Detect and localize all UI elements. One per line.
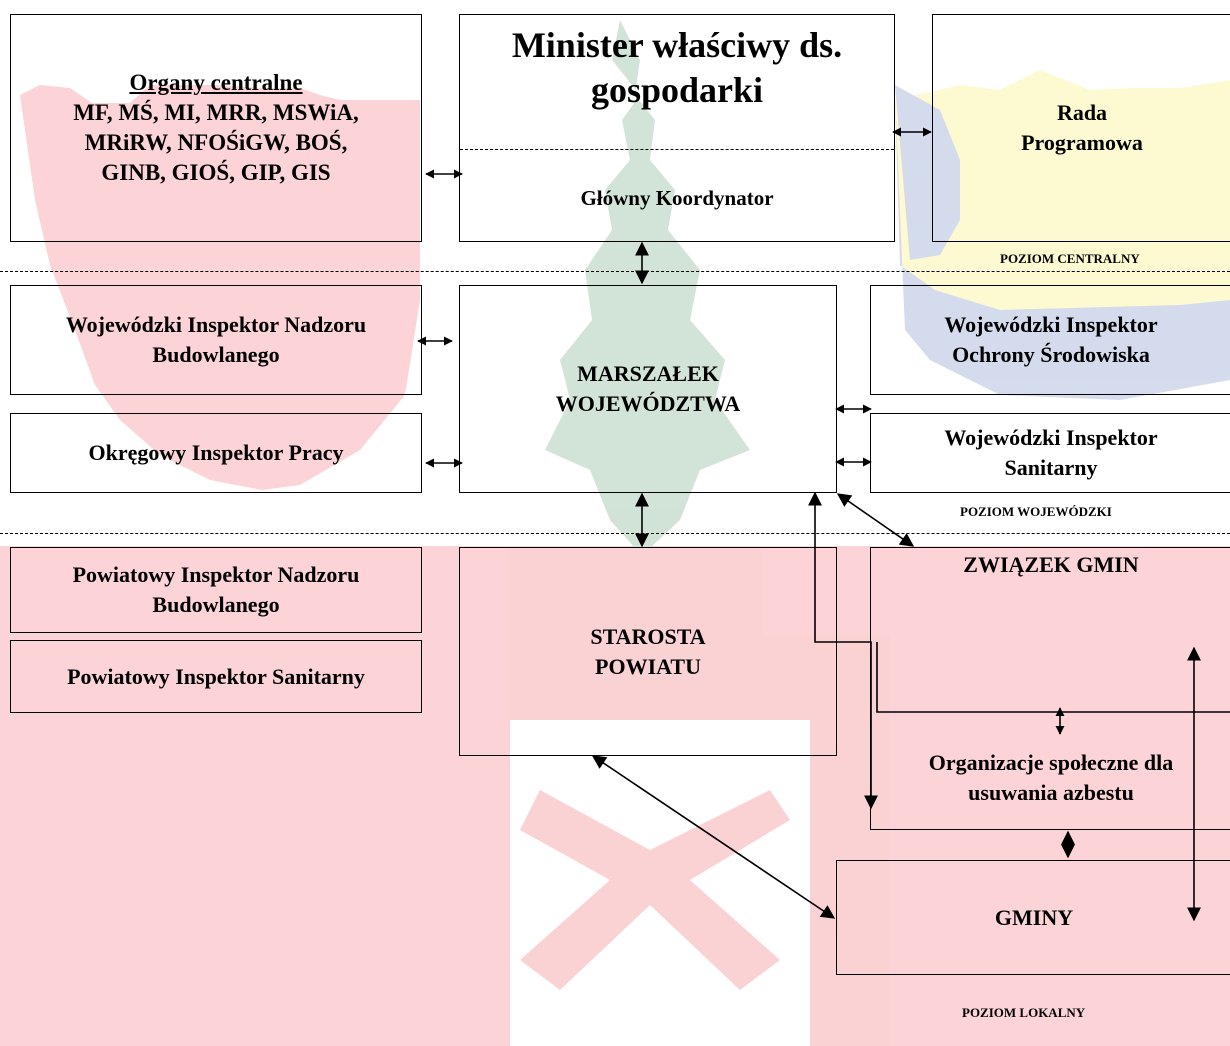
district-labour-inspector-box: Okręgowy Inspektor Pracy [10,413,422,493]
minister-title-line: Minister właściwy ds. [511,25,843,65]
central-organs-heading: Organy centralne [129,70,303,95]
starosta-communes-arrow [591,755,836,919]
central-level-separator [0,271,1230,272]
box-line: ZWIĄZEK GMIN [963,552,1139,577]
box-line: Organizacje społeczne dla [928,749,1174,775]
marshal-commune-union-arrow [836,493,915,547]
voivodeship-marshal-box: MARSZAŁEK WOJEWÓDZTWA [459,285,837,493]
minister-title: Minister właściwy ds. gospodarki [512,23,842,113]
voivodeship-level-separator [0,533,1230,534]
voivodeship-sanitary-inspector-box: Wojewódzki Inspektor Sanitarny [870,413,1230,493]
box-line: Budowlanego [152,342,280,367]
program-council-line: Programowa [1021,130,1143,155]
box-line: GMINY [994,904,1074,930]
voivodeship-environment-inspector-box: Wojewódzki Inspektor Ochrony Środowiska [870,285,1230,395]
box-line: Wojewódzki Inspektor Nadzoru [65,312,367,337]
program-council-box: Rada Programowa [932,14,1230,242]
box-line: Powiatowy Inspektor Nadzoru [72,562,360,587]
minister-box: Minister właściwy ds. gospodarki Główny … [459,14,895,242]
box-line: WOJEWÓDZTWA [555,391,741,416]
marshal-social-orgs-connector [808,491,878,810]
box-line: Powiatowy Inspektor Sanitarny [67,663,365,689]
program-council-line: Rada [1056,100,1108,125]
minister-divider [460,149,894,150]
voivodeship-level-label: POZIOM WOJEWÓDZKI [960,504,1112,519]
county-building-inspector-box: Powiatowy Inspektor Nadzoru Budowlanego [10,547,422,633]
box-line: STAROSTA [590,624,706,649]
box-line: usuwania azbestu [968,779,1134,805]
box-line: Okręgowy Inspektor Pracy [88,440,344,465]
box-line: POWIATU [595,654,701,679]
box-line: MARSZAŁEK [577,361,719,386]
asbestos-social-organizations-box: Organizacje społeczne dla usuwania azbes… [870,726,1230,830]
box-line: Wojewódzki Inspektor [944,312,1158,337]
box-line: Sanitarny [1004,455,1098,480]
central-organs-box: Organy centralne MF, MŚ, MI, MRR, MSWiA,… [10,14,422,242]
county-sanitary-inspector-box: Powiatowy Inspektor Sanitarny [10,640,422,713]
communes-box: GMINY [836,860,1230,975]
box-line: Budowlanego [152,592,280,617]
box-line: Wojewódzki Inspektor [944,425,1158,450]
local-level-label: POZIOM LOKALNY [962,1005,1086,1020]
central-organs-line: MRiRW, NFOŚiGW, BOŚ, [84,130,348,155]
minister-title-line: gospodarki [590,70,764,110]
box-line: Ochrony Środowiska [952,342,1150,367]
central-organs-line: GINB, GIOŚ, GIP, GIS [101,160,331,185]
central-organs-line: MF, MŚ, MI, MRR, MSWiA, [73,100,359,125]
union-orgs-connector [876,642,1230,713]
central-level-label: POZIOM CENTRALNY [1000,251,1140,266]
main-coordinator-label: Główny Koordynator [580,186,774,210]
